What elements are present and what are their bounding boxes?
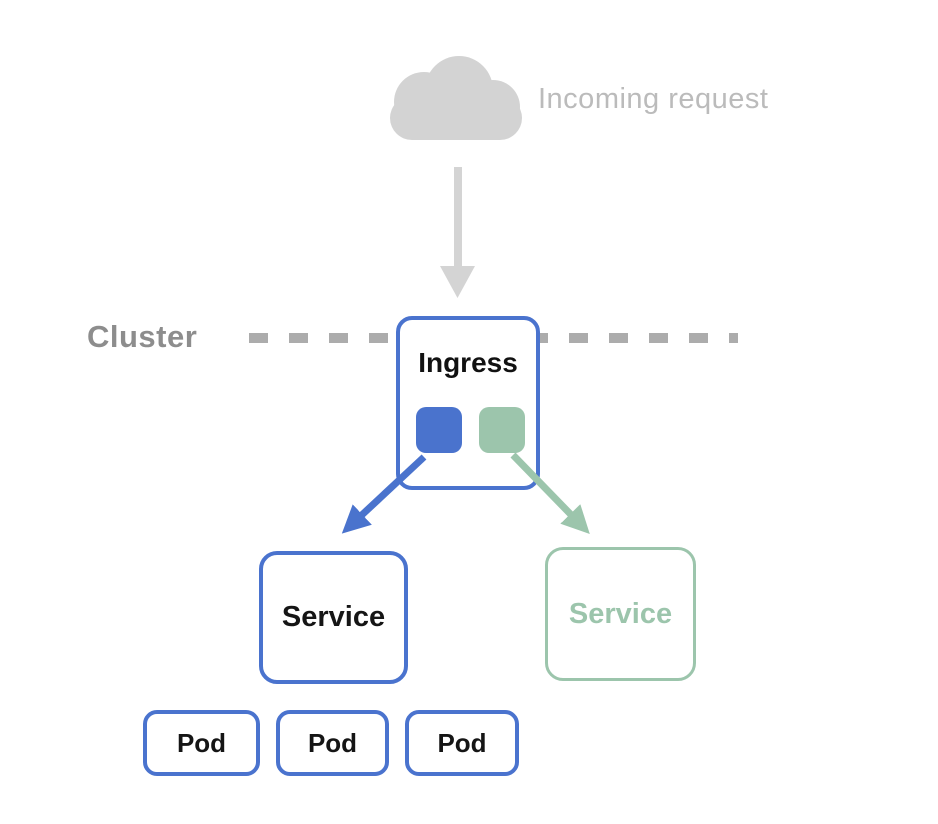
cluster-label: Cluster [87,319,198,354]
service-label: Service [568,597,673,630]
pod-label: Pod [307,727,358,758]
ingress-node: Ingress [396,316,540,490]
ingress-blue-rule-square [416,407,462,453]
service-node-blue: Service [259,551,408,684]
service-label: Service [281,601,386,633]
incoming-arrow [440,167,475,298]
pod-node: Pod [276,710,389,776]
pod-label: Pod [176,727,227,758]
cloud-icon [390,56,522,140]
pod-label: Pod [437,727,487,758]
pod-node: Pod [143,710,260,776]
incoming-request-label: Incoming request [538,83,769,115]
pod-node: Pod [405,710,519,776]
ingress-label: Ingress [418,347,518,378]
service-node-green: Service [545,547,696,681]
ingress-green-rule-square [479,407,525,453]
